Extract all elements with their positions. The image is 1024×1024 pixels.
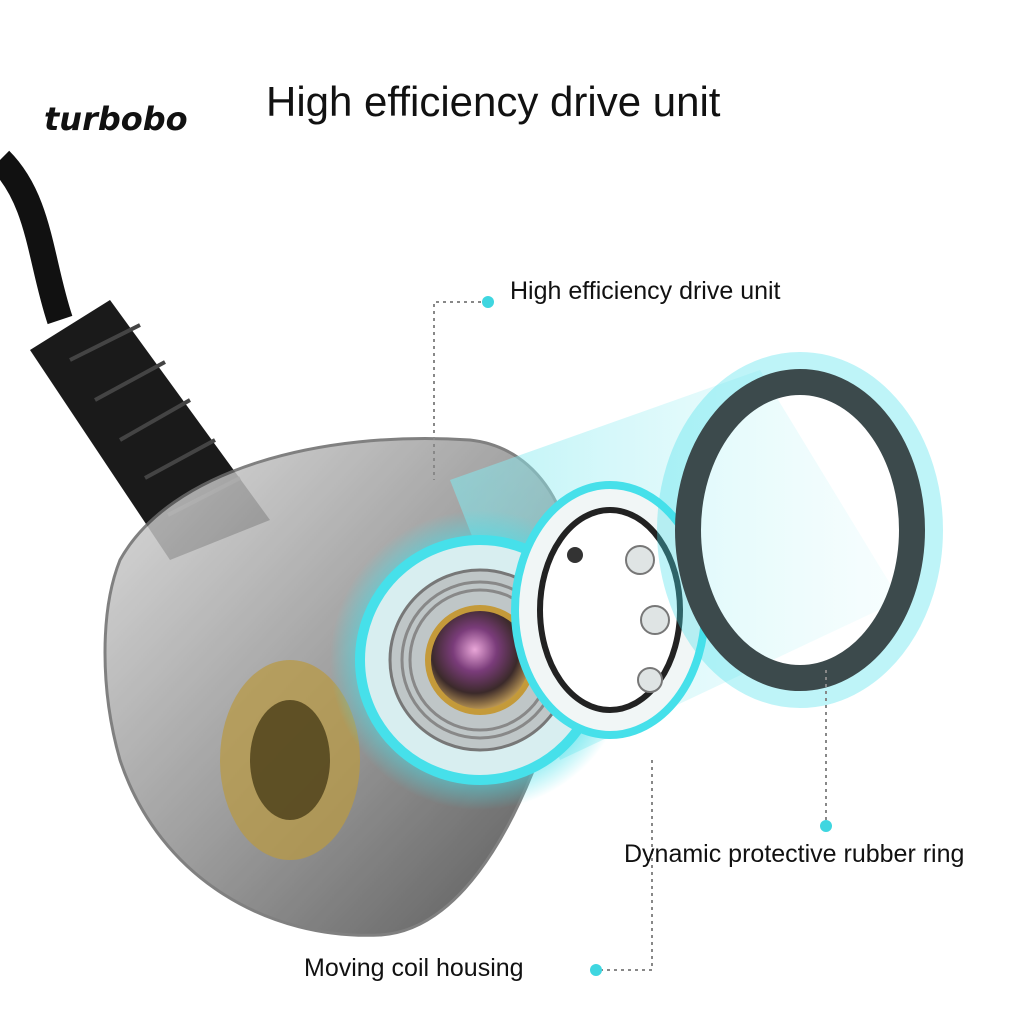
callout-rubber-ring: Dynamic protective rubber ring	[624, 840, 965, 868]
callout-dot-coil-housing	[590, 964, 602, 976]
callout-coil-housing: Moving coil housing	[304, 954, 524, 982]
callout-dot-rubber-ring	[820, 820, 832, 832]
rubber-ring	[675, 369, 925, 691]
cable	[0, 150, 73, 325]
leader-coil-housing	[600, 760, 653, 971]
brand-logo: turbobo	[44, 100, 188, 138]
callout-dot-drive-unit	[482, 296, 494, 308]
callout-drive-unit: High efficiency drive unit	[510, 277, 781, 305]
page-headline: High efficiency drive unit	[266, 78, 721, 125]
